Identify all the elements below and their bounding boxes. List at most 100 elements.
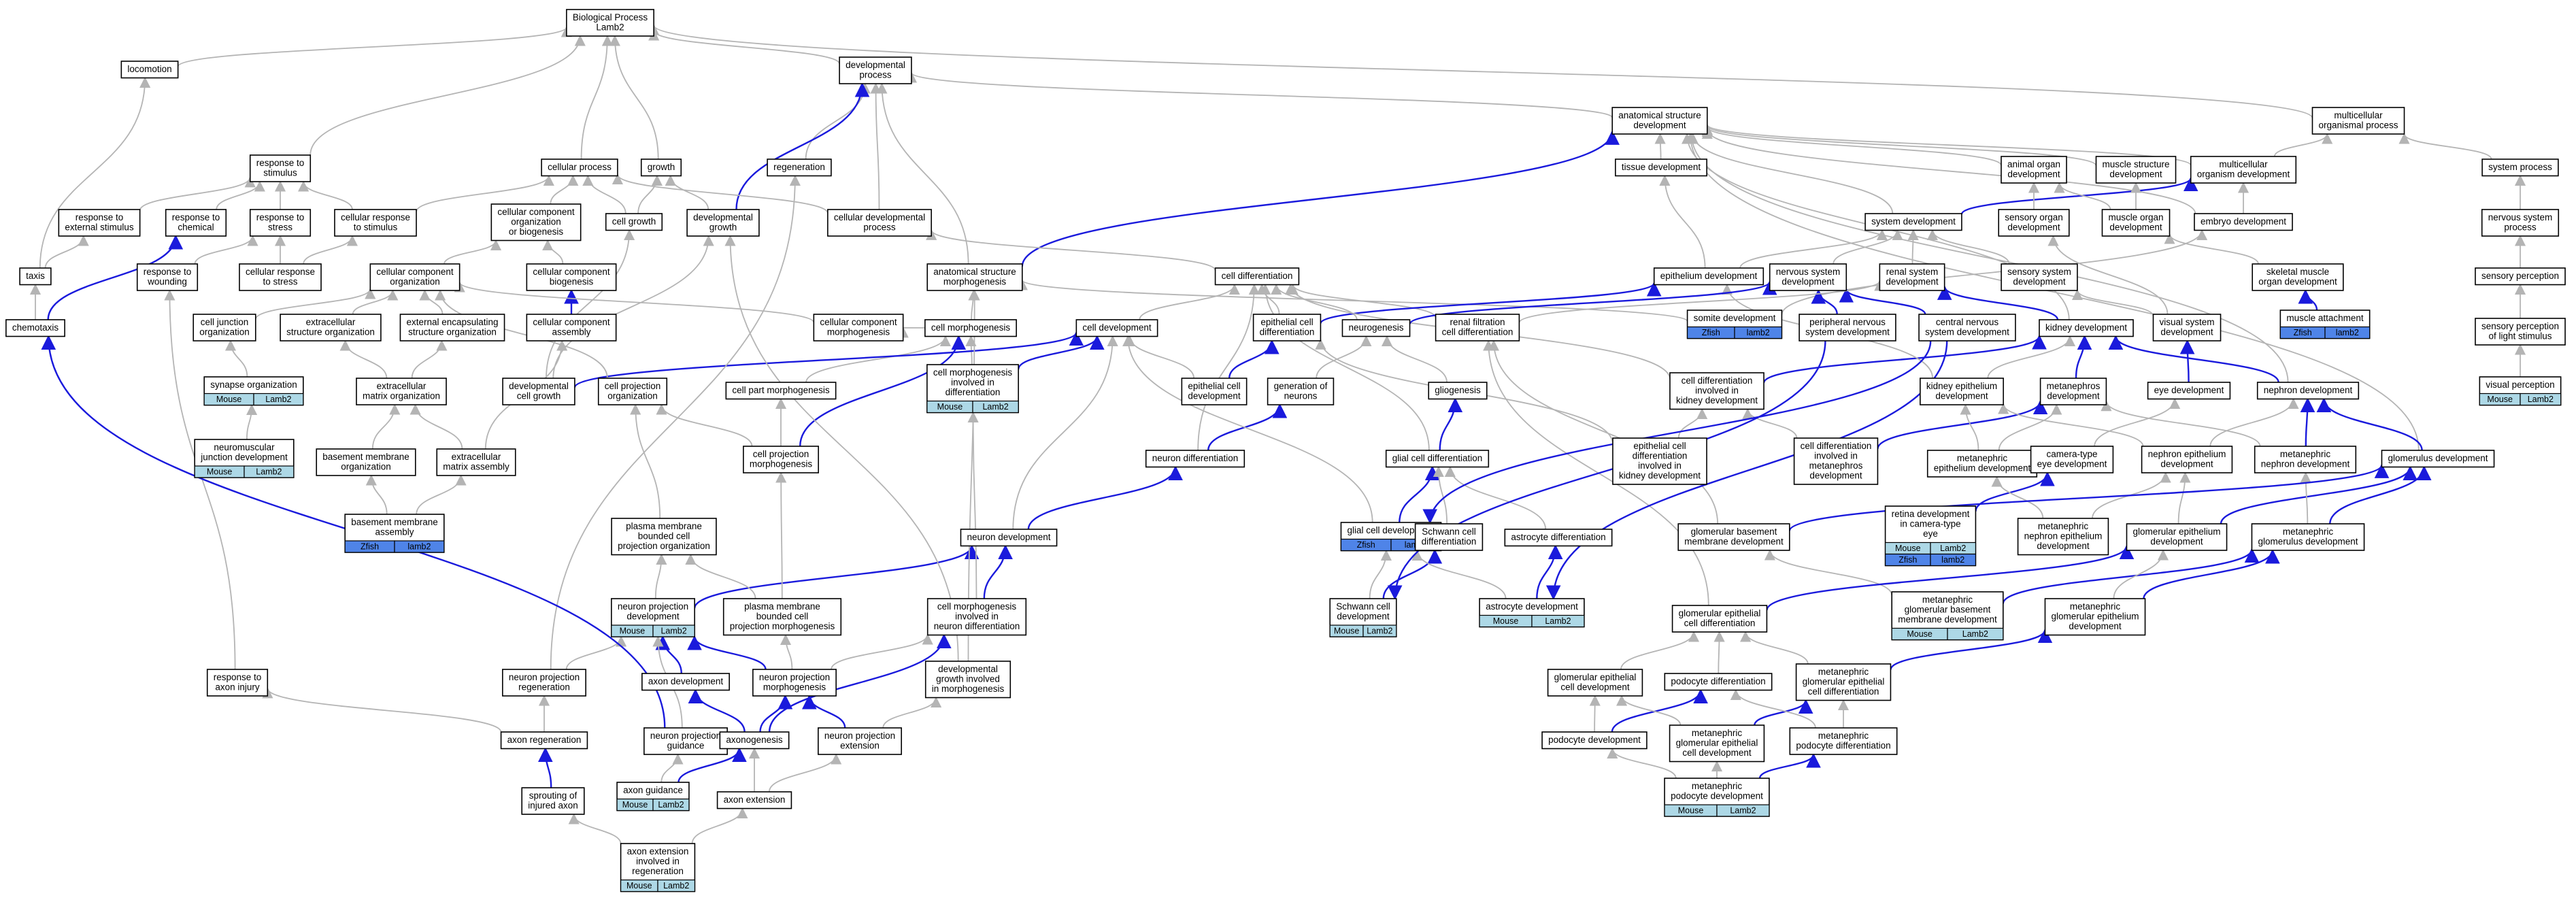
go-term-epidev[interactable]: epithelium development [1653,267,1764,286]
go-term-axondev[interactable]: axon development [641,673,730,691]
go-term-astrodiff[interactable]: astrocyte differentiation [1504,529,1613,547]
go-term-neurondevel[interactable]: neuron development [960,529,1058,547]
go-term-cellpartmorph[interactable]: cell part morphogenesis [725,382,837,400]
go-term-nephrondev[interactable]: nephron development [2256,382,2360,400]
go-term-axonext[interactable]: axon extension [716,791,792,810]
go-term-neurondiff[interactable]: neuron differentiation [1145,450,1245,468]
go-term-cellproc[interactable]: cellular process [541,159,618,177]
go-term-neurogenesis[interactable]: neurogenesis [1341,319,1411,337]
go-term-axonregen[interactable]: axon regeneration [500,731,588,750]
go-term-regeneration[interactable]: regeneration [767,159,832,177]
go-term-systemdev[interactable]: system development [1864,213,1962,231]
go-term-cellmorph[interactable]: cell morphogenesis [924,319,1017,337]
go-term-sysproc[interactable]: system process [2481,159,2559,177]
go-term-embryodev[interactable]: embryo development [2194,213,2293,231]
go-term-taxis[interactable]: taxis [19,267,52,286]
go-term-celldev[interactable]: cell development [1075,319,1158,337]
go-term-growth[interactable]: growth [640,159,682,177]
go-term-sensperc[interactable]: sensory perception [2475,267,2566,286]
go-term-podocytediff[interactable]: podocyte differentiation [1664,673,1773,691]
go-term-podocytedev[interactable]: podocyte development [1541,731,1647,750]
go-term-locomotion[interactable]: locomotion [120,61,179,79]
go-term-eyedev[interactable]: eye development [2147,382,2231,400]
go-term-cellgrowth[interactable]: cell growth [605,213,663,231]
go-term-glomdev[interactable]: glomerulus development [2381,450,2495,468]
go-term-chemotaxis[interactable]: chemotaxis [5,319,65,337]
go-term-axonogenesis[interactable]: axonogenesis [719,731,790,750]
go-term-kidneydev[interactable]: kidney development [2039,319,2134,337]
go-term-gliogenesis[interactable]: gliogenesis [1428,382,1488,400]
go-term-tissuedev[interactable]: tissue development [1615,159,1707,177]
